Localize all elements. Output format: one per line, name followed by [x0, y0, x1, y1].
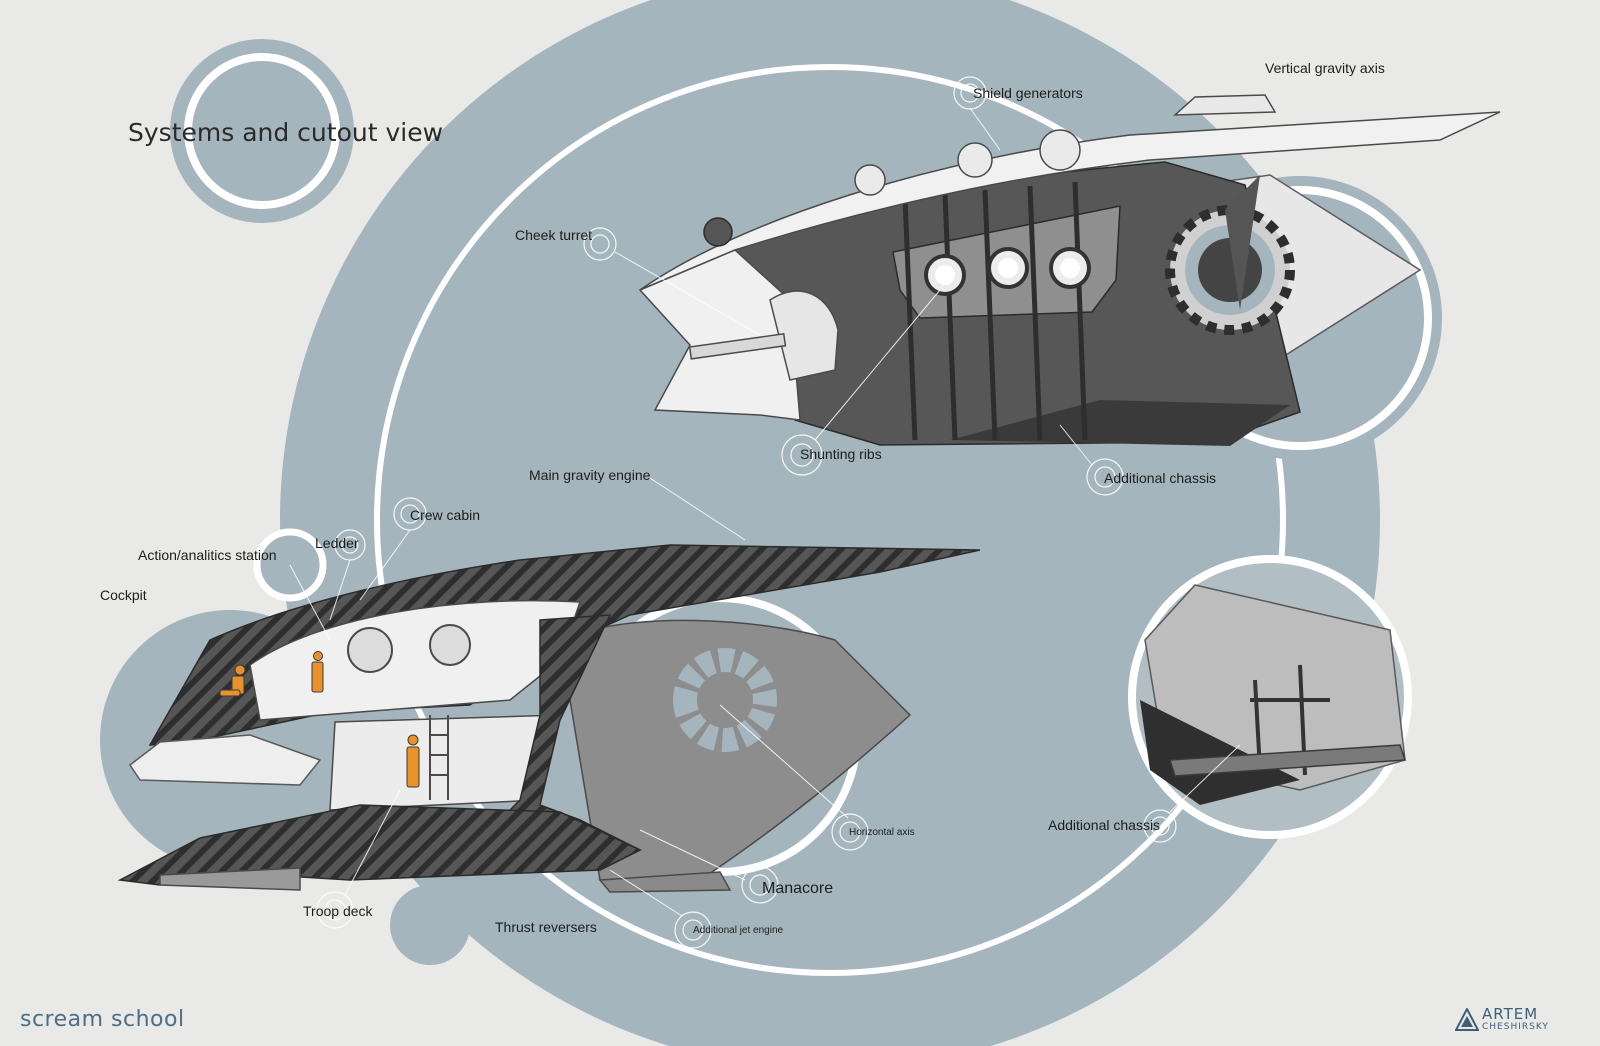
- marker-cheek-turret: [583, 227, 617, 261]
- label-shield-generators: Shield generators: [973, 85, 1083, 101]
- marker-horizontal-axis: [831, 813, 869, 851]
- label-thrust-reversers: Thrust reversers: [495, 919, 597, 935]
- author-logo-icon: [1455, 1008, 1479, 1031]
- bottom-ship-portholes: [347, 624, 471, 673]
- author-name-line1: ARTEM: [1482, 1005, 1539, 1023]
- crew-figure-station: [311, 651, 324, 693]
- scream-school-logo: scream school: [20, 1007, 185, 1032]
- top-ship-shield-generators: [854, 129, 1081, 196]
- top-ship-cheek-turret: [688, 290, 839, 381]
- top-ship-nose: [638, 249, 801, 421]
- bottom-ship-nose-underside: [128, 734, 322, 786]
- label-cockpit: Cockpit: [100, 587, 147, 603]
- label-manacore: Manacore: [762, 880, 834, 897]
- top-left-ring: [184, 53, 340, 209]
- main-ring: [374, 64, 1286, 976]
- bottom-ship-landing-skid: [159, 867, 301, 891]
- top-ship: [638, 94, 1501, 446]
- label-main-gravity-engine: Main gravity engine: [529, 467, 651, 483]
- marker-troop-deck: [316, 891, 354, 929]
- marker-additional-chassis-detail: [1143, 809, 1177, 843]
- bottom-ship-core-gear: [673, 648, 778, 752]
- callout-leader-lines: [289, 107, 1241, 917]
- small-circle-bottom: [390, 885, 470, 965]
- author-name-line2: CHESHIRSKY: [1482, 1022, 1549, 1032]
- label-additional-chassis-detail: Additional chassis: [1048, 817, 1161, 833]
- marker-additional-jet-engine: [674, 911, 712, 949]
- callout-markers: [316, 76, 1177, 949]
- marker-manacore: [741, 866, 779, 904]
- chassis-detail-view: [1140, 584, 1407, 805]
- chassis-detail-dark-shadow: [1140, 700, 1300, 805]
- crew-figure-troop-deck: [406, 734, 420, 788]
- label-cheek-turret: Cheek turret: [515, 227, 593, 243]
- top-ship-front-turret-housing: [703, 217, 733, 247]
- top-ship-gear: [1165, 175, 1295, 335]
- crew-figure-pilot: [219, 664, 246, 697]
- label-vertical-gravity-axis: Vertical gravity axis: [1265, 60, 1385, 76]
- author-signature: ARTEM CHESHIRSKY: [1482, 1005, 1549, 1034]
- bottom-ship-ladder: [429, 715, 449, 800]
- label-crew-cabin: Crew cabin: [410, 507, 481, 523]
- marker-additional-chassis-top: [1086, 458, 1124, 496]
- label-action-analitics-station: Action/analitics station: [138, 547, 277, 563]
- top-ship-top-fin: [1172, 94, 1277, 116]
- label-additional-jet-engine: Additional jet engine: [693, 925, 784, 936]
- marker-shield-generators: [953, 76, 987, 110]
- label-additional-chassis-top: Additional chassis: [1104, 470, 1217, 486]
- top-left-circle: [170, 39, 354, 223]
- label-horizontal-axis: Horizontal axis: [849, 827, 915, 838]
- top-ship-engine-ports: [924, 247, 1091, 296]
- marker-shunting-ribs: [781, 434, 823, 476]
- top-ship-ribs: [902, 181, 1088, 441]
- bottom-ship: [117, 544, 981, 893]
- crew-figures: [219, 651, 420, 788]
- chassis-detail-skid: [1168, 744, 1407, 777]
- page-title: Systems and cutout view: [128, 118, 444, 147]
- label-shunting-ribs: Shunting ribs: [800, 446, 882, 462]
- bottom-ship-thrust-fins: [598, 871, 732, 893]
- top-ship-belly: [950, 400, 1290, 446]
- label-troop-deck: Troop deck: [303, 903, 373, 919]
- label-ledder: Ledder: [315, 535, 359, 551]
